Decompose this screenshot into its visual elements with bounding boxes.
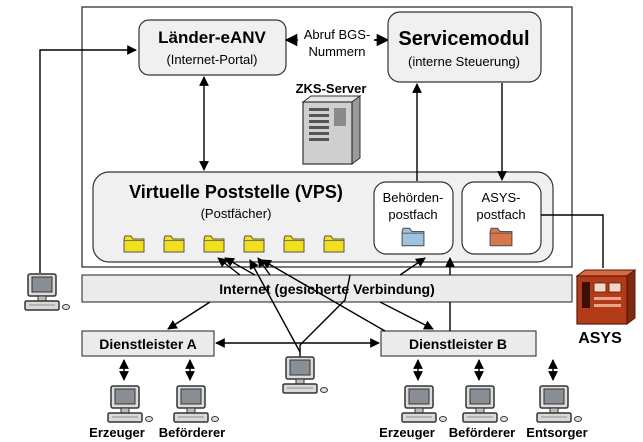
- dienstleister-a-label: Dienstleister A: [99, 336, 197, 352]
- asys-postfach-box: ASYS- postfach: [461, 181, 542, 255]
- computer-icon: [401, 385, 447, 423]
- actor-label-befoerderer-b: Beförderer: [449, 425, 515, 440]
- asys-label: ASYS: [578, 330, 622, 347]
- asys-postfach-line1: ASYS-: [481, 190, 520, 205]
- computer-icon: [282, 356, 328, 394]
- dienstleister-b-label: Dienstleister B: [409, 336, 507, 352]
- behoerdenpostfach-box: Behörden- postfach: [373, 181, 454, 255]
- laender-eanv-box: Länder-eANV (Internet-Portal): [138, 19, 287, 76]
- actor-label-befoerderer-a: Beförderer: [159, 425, 225, 440]
- asys-server-icon: [575, 269, 637, 325]
- vps-title: Virtuelle Poststelle (VPS): [129, 182, 343, 202]
- computer-icon: [107, 385, 153, 423]
- asys-postfach-line2: postfach: [476, 207, 525, 222]
- computer-icon: [536, 385, 582, 423]
- dienstleister-b-box: Dienstleister B: [380, 330, 537, 357]
- abruf-line1: Abruf BGS-: [304, 27, 370, 42]
- laender-eanv-title: Länder-eANV: [158, 28, 266, 47]
- servicemodul-box: Servicemodul (interne Steuerung): [387, 11, 542, 83]
- computer-icon: [462, 385, 508, 423]
- behoerden-line1: Behörden-: [383, 190, 444, 205]
- actor-label-erzeuger-b: Erzeuger: [379, 425, 435, 440]
- actor-label-erzeuger-a: Erzeuger: [89, 425, 145, 440]
- computer-icon: [24, 273, 70, 311]
- server-icon: [301, 95, 362, 165]
- internet-label: Internet (gesicherte Verbindung): [219, 281, 434, 297]
- vps-subtitle: (Postfächer): [201, 206, 272, 221]
- behoerden-line2: postfach: [388, 207, 437, 222]
- laender-eanv-subtitle: (Internet-Portal): [166, 52, 257, 67]
- dienstleister-a-box: Dienstleister A: [81, 330, 215, 357]
- computer-icon: [173, 385, 219, 423]
- servicemodul-title: Servicemodul: [398, 28, 529, 50]
- servicemodul-subtitle: (interne Steuerung): [408, 54, 520, 69]
- zks-server-label: ZKS-Server: [296, 81, 367, 96]
- abruf-line2: Nummern: [308, 44, 365, 59]
- actor-label-entsorger-b: Entsorger: [526, 425, 587, 440]
